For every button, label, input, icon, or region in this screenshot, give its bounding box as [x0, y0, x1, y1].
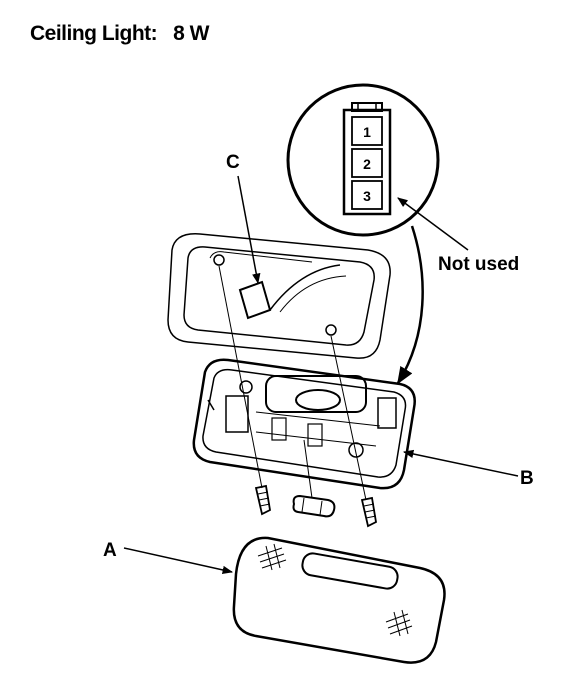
callout-c: C [226, 152, 240, 173]
not-used-leader [397, 197, 469, 251]
mounting-plate [167, 233, 391, 359]
not-used-label: Not used [438, 254, 519, 275]
connector-pin-1: 1 [363, 124, 371, 140]
connector-housing [342, 102, 392, 216]
callout-b: B [520, 468, 534, 489]
callout-a-leader [123, 547, 234, 575]
connector-pin-2: 2 [363, 156, 371, 172]
screw-right [360, 496, 377, 528]
assembly-guide-lines [218, 265, 367, 501]
screw-left [254, 484, 271, 516]
connector-detail-circle: 1 2 3 [286, 83, 440, 237]
callout-a: A [103, 540, 117, 561]
connector-pin-3: 3 [363, 188, 371, 204]
callout-b-leader [402, 449, 519, 477]
callout-c-leader [237, 175, 261, 285]
diagram-title: Ceiling Light: 8 W [30, 22, 209, 45]
festoon-bulb [292, 494, 336, 518]
detail-arrow [396, 225, 424, 385]
light-housing [192, 358, 416, 490]
lens-cover [232, 536, 446, 664]
